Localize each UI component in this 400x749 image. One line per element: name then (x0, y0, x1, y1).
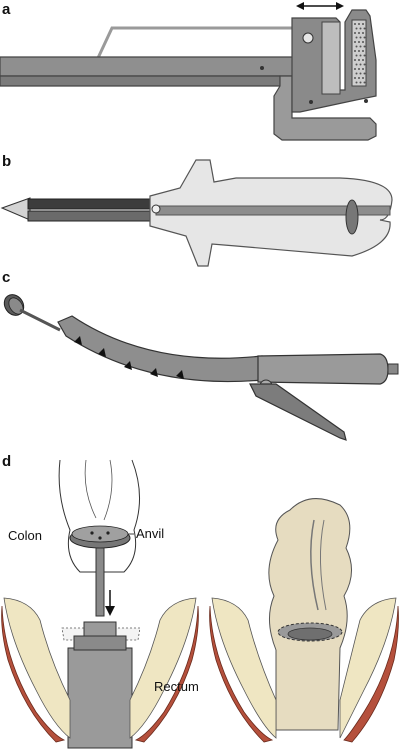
staple-dot (359, 63, 362, 66)
bowel-body (268, 498, 352, 731)
anastomosis-scene (209, 498, 399, 743)
staple-dot (358, 50, 360, 52)
staple-dot (362, 77, 364, 79)
staple-dot (355, 36, 358, 39)
staple-dot (363, 72, 366, 75)
staple-dot (358, 32, 360, 34)
staple-dot (354, 50, 356, 52)
label-colon: Colon (8, 528, 42, 543)
wing-nut (387, 363, 399, 375)
staple-dot (354, 59, 356, 61)
staple-ring-inner (287, 627, 333, 641)
staple-dot (362, 68, 364, 70)
staple-dot (359, 36, 362, 39)
staple-dot (355, 45, 358, 48)
anvil-shaft (19, 308, 61, 332)
staple-dot (359, 27, 362, 30)
muscle-right-right-scene (343, 605, 399, 743)
bowel-lumen-line-2 (319, 519, 327, 611)
staple-dot (359, 72, 362, 75)
panel-d-letter: d (2, 453, 11, 470)
staple-dot (355, 54, 358, 57)
circular-trigger (249, 383, 347, 441)
panel-b: b (0, 153, 393, 267)
colon-fold (84, 459, 97, 519)
panel-c-letter: c (2, 269, 10, 286)
staple-dot (355, 81, 358, 84)
stapler-slot (321, 21, 341, 95)
circular-shaft (57, 315, 263, 383)
label-anvil: Anvil (136, 526, 164, 541)
cutter-knob (345, 199, 359, 235)
shaft-markers (74, 336, 184, 379)
anvil-rim (8, 297, 24, 315)
staple-dot (354, 68, 356, 70)
staple-dot (359, 45, 362, 48)
stapler-wire (96, 26, 300, 59)
panel-a: a (0, 1, 377, 141)
staple-dot (358, 41, 360, 43)
pivot-pin (302, 32, 314, 44)
staple-cartridge (351, 19, 367, 87)
staple-dot (354, 77, 356, 79)
staple-dot (358, 77, 360, 79)
stapler-shaft (0, 56, 301, 77)
panel-c: c (2, 269, 399, 441)
staple-dot (354, 32, 356, 34)
staple-dot (363, 36, 366, 39)
staple-dots (354, 23, 366, 84)
staple-dot (355, 27, 358, 30)
anvil-hole-3 (98, 536, 102, 540)
bowel-lumen-line (310, 519, 319, 611)
muscle-left-right-scene (209, 605, 274, 743)
staple-dot (354, 23, 356, 25)
stapler-shaft-lower (0, 75, 281, 87)
anvil-rod (95, 547, 105, 617)
anvil-hole-2 (106, 531, 110, 535)
staple-dot (362, 32, 364, 34)
staple-dot (362, 23, 364, 25)
cutter-pivot (151, 204, 161, 214)
staple-dot (363, 81, 366, 84)
circular-handle (257, 353, 389, 385)
panel-d: d Colon Anvil Rect (1, 453, 399, 749)
staple-dot (355, 63, 358, 66)
staple-dot (358, 23, 360, 25)
label-rectum: Rectum (154, 679, 199, 694)
staple-dot (355, 72, 358, 75)
rivet-2 (309, 100, 313, 104)
anvil-hole-1 (90, 531, 94, 535)
staple-dot (363, 63, 366, 66)
cutter-jaw-lower (27, 210, 155, 222)
staple-dot (359, 54, 362, 57)
rivet-1 (260, 66, 264, 70)
staple-dot (362, 41, 364, 43)
staple-dot (362, 50, 364, 52)
stapler-head (83, 621, 117, 637)
down-arrow-icon (105, 590, 115, 616)
stapler-tube-shoulder (73, 635, 127, 651)
panel-b-letter: b (2, 153, 11, 170)
staple-dot (362, 59, 364, 61)
cutter-jaw-upper (27, 198, 155, 210)
staple-dot (358, 59, 360, 61)
pelvis-left-scene (1, 597, 199, 743)
panel-a-letter: a (2, 1, 11, 18)
staple-dot (354, 41, 356, 43)
staple-dot (358, 68, 360, 70)
fat-left-right-scene (211, 597, 277, 739)
double-arrow-icon (296, 2, 344, 10)
staple-dot (359, 81, 362, 84)
colon-fold-2 (103, 459, 113, 521)
staple-dot (363, 54, 366, 57)
rivet-3 (364, 99, 368, 103)
stapler-tube (67, 647, 133, 749)
staple-dot (363, 27, 366, 30)
fat-right-right-scene (339, 597, 397, 739)
staple-dot (363, 45, 366, 48)
